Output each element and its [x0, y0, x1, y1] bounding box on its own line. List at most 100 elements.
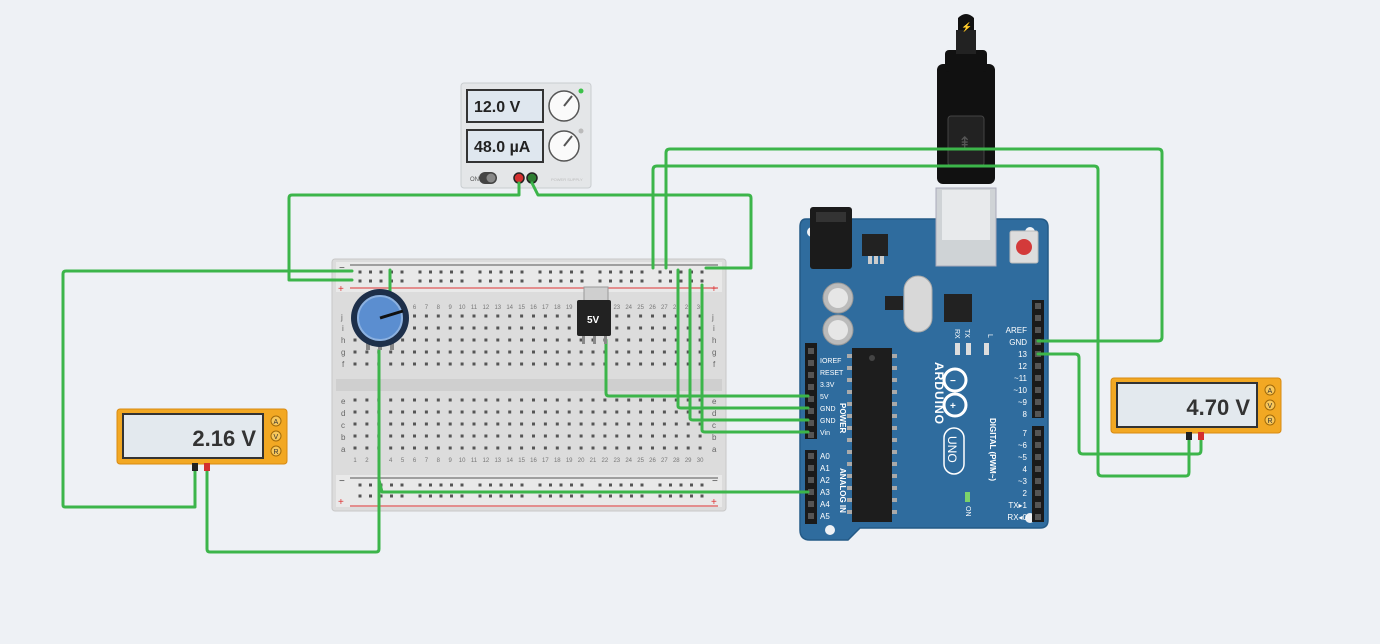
breadboard-hole[interactable]	[484, 338, 488, 342]
breadboard-hole[interactable]	[484, 410, 488, 414]
digital-pin[interactable]	[1035, 315, 1041, 321]
rail-hole[interactable]	[460, 483, 464, 487]
breadboard-hole[interactable]	[401, 410, 405, 414]
rail-hole[interactable]	[510, 279, 513, 283]
rail-hole[interactable]	[669, 494, 672, 498]
breadboard-hole[interactable]	[436, 338, 440, 342]
breadboard-hole[interactable]	[532, 434, 535, 438]
analog-pin[interactable]	[808, 477, 814, 483]
breadboard-hole[interactable]	[567, 338, 571, 342]
rail-hole[interactable]	[679, 483, 683, 487]
rail-hole[interactable]	[580, 279, 584, 283]
rail-hole[interactable]	[700, 483, 704, 487]
breadboard-hole[interactable]	[508, 338, 512, 342]
breadboard-hole[interactable]	[674, 398, 678, 402]
breadboard-hole[interactable]	[448, 314, 452, 318]
rail-hole[interactable]	[400, 279, 404, 283]
multimeter-left-probe-v[interactable]	[204, 463, 210, 471]
breadboard-hole[interactable]	[567, 350, 571, 354]
rail-hole[interactable]	[400, 483, 404, 487]
breadboard-hole[interactable]	[567, 326, 571, 330]
breadboard-hole[interactable]	[448, 338, 452, 342]
breadboard-hole[interactable]	[484, 350, 488, 354]
breadboard-hole[interactable]	[579, 410, 583, 414]
rail-hole[interactable]	[429, 483, 432, 487]
rail-hole[interactable]	[619, 270, 623, 274]
breadboard-hole[interactable]	[686, 434, 690, 438]
power-pin[interactable]	[808, 396, 814, 402]
rail-hole[interactable]	[559, 494, 563, 498]
rail-hole[interactable]	[418, 270, 422, 274]
breadboard-hole[interactable]	[615, 362, 619, 366]
analog-pin-holes[interactable]	[808, 453, 814, 519]
breadboard-hole[interactable]	[508, 362, 512, 366]
breadboard-hole[interactable]	[353, 338, 357, 342]
rail-hole[interactable]	[640, 279, 644, 283]
rail-hole[interactable]	[700, 494, 704, 498]
digital-pin[interactable]	[1035, 502, 1041, 508]
breadboard-hole[interactable]	[448, 398, 452, 402]
breadboard-hole[interactable]	[698, 362, 702, 366]
breadboard-hole[interactable]	[686, 446, 690, 450]
breadboard-hole[interactable]	[662, 410, 666, 414]
breadboard-hole[interactable]	[555, 410, 559, 414]
breadboard-hole[interactable]	[472, 362, 476, 366]
breadboard-hole[interactable]	[627, 446, 631, 450]
breadboard-hole[interactable]	[567, 422, 571, 426]
breadboard-hole[interactable]	[424, 326, 428, 330]
breadboard-hole[interactable]	[639, 350, 643, 354]
breadboard-hole[interactable]	[567, 446, 571, 450]
rail-hole[interactable]	[700, 270, 704, 274]
breadboard-hole[interactable]	[365, 434, 369, 438]
rail-hole[interactable]	[450, 279, 453, 283]
breadboard-hole[interactable]	[627, 362, 631, 366]
breadboard-hole[interactable]	[591, 410, 595, 414]
breadboard-hole[interactable]	[674, 410, 678, 414]
rail-hole[interactable]	[369, 483, 372, 487]
rail-hole[interactable]	[478, 279, 482, 283]
breadboard-hole[interactable]	[401, 398, 405, 402]
rail-hole[interactable]	[439, 270, 443, 274]
breadboard-hole[interactable]	[686, 326, 690, 330]
breadboard-hole[interactable]	[698, 434, 702, 438]
breadboard-hole[interactable]	[579, 422, 583, 426]
breadboard-hole[interactable]	[591, 434, 595, 438]
rail-hole[interactable]	[520, 483, 524, 487]
rail-hole[interactable]	[669, 483, 672, 487]
breadboard-hole[interactable]	[686, 338, 690, 342]
digital-pin[interactable]	[1035, 454, 1041, 460]
breadboard-hole[interactable]	[615, 446, 619, 450]
multimeter-right-probe-v[interactable]	[1198, 432, 1204, 440]
breadboard-hole[interactable]	[460, 326, 464, 330]
breadboard-hole[interactable]	[413, 422, 416, 426]
power-pin[interactable]	[808, 420, 814, 426]
breadboard-hole[interactable]	[472, 314, 476, 318]
breadboard-hole[interactable]	[472, 410, 476, 414]
rail-hole[interactable]	[510, 270, 513, 274]
power-pin-holes[interactable]	[808, 348, 814, 438]
breadboard-hole[interactable]	[448, 350, 452, 354]
breadboard-hole[interactable]	[698, 446, 702, 450]
breadboard-hole[interactable]	[413, 350, 416, 354]
breadboard-hole[interactable]	[651, 338, 654, 342]
breadboard-hole[interactable]	[627, 338, 631, 342]
breadboard-hole[interactable]	[484, 314, 488, 318]
digital-pin[interactable]	[1035, 363, 1041, 369]
breadboard-hole[interactable]	[615, 326, 619, 330]
analog-pin[interactable]	[808, 513, 814, 519]
breadboard-hole[interactable]	[603, 422, 607, 426]
breadboard-hole[interactable]	[698, 350, 702, 354]
digital-pin[interactable]	[1035, 411, 1041, 417]
multimeter-right-mode-buttons[interactable]: A V R	[1264, 384, 1276, 426]
rail-hole[interactable]	[549, 270, 552, 274]
rail-hole[interactable]	[630, 483, 633, 487]
rail-hole[interactable]	[489, 279, 492, 283]
breadboard-hole[interactable]	[520, 434, 524, 438]
breadboard-hole[interactable]	[424, 422, 428, 426]
breadboard-hole[interactable]	[460, 422, 464, 426]
breadboard-hole[interactable]	[603, 398, 607, 402]
breadboard-hole[interactable]	[567, 434, 571, 438]
breadboard-hole[interactable]	[472, 398, 476, 402]
breadboard-hole[interactable]	[484, 434, 488, 438]
breadboard-hole[interactable]	[686, 350, 690, 354]
